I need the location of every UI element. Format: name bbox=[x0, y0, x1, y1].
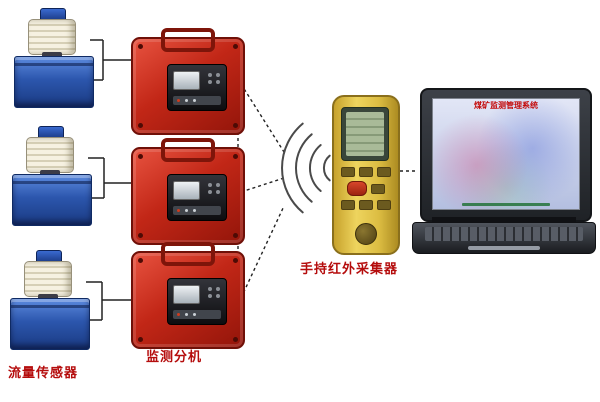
laptop-screen: 煤矿监测管理系统 bbox=[420, 88, 592, 222]
case-handle bbox=[161, 28, 215, 52]
monitor-unit-label: 监测分机 bbox=[146, 349, 203, 364]
panel-buttons bbox=[216, 287, 220, 291]
panel-indicator-strip bbox=[173, 206, 221, 215]
key bbox=[377, 167, 391, 177]
case-handle bbox=[161, 242, 215, 266]
flow-sensor-label: 流量传感器 bbox=[8, 365, 79, 380]
flowmeter-transmitter bbox=[26, 126, 74, 177]
laptop-front-edge bbox=[467, 246, 541, 250]
panel-display bbox=[173, 285, 200, 304]
sensor-case-wires bbox=[86, 39, 131, 321]
case-control-panel bbox=[167, 278, 227, 325]
key bbox=[341, 200, 355, 210]
panel-display bbox=[173, 71, 200, 90]
key bbox=[359, 200, 373, 210]
flowmeter-neck bbox=[40, 170, 60, 177]
case-screws bbox=[133, 149, 243, 243]
handheld-lcd-content bbox=[346, 112, 384, 156]
flow-sensor-1 bbox=[14, 8, 94, 108]
handheld-collector bbox=[332, 95, 400, 255]
monitor-case-1 bbox=[131, 28, 245, 135]
handheld-dpad bbox=[355, 223, 377, 245]
key bbox=[359, 167, 373, 177]
flowmeter-body bbox=[26, 137, 74, 173]
panel-buttons bbox=[216, 183, 220, 187]
sensor-housing bbox=[10, 298, 90, 350]
laptop-hinge bbox=[432, 217, 576, 223]
key bbox=[341, 167, 355, 177]
panel-indicator-strip bbox=[173, 96, 221, 105]
handheld-keypad bbox=[341, 167, 391, 210]
panel-buttons bbox=[216, 73, 220, 77]
handheld-lcd bbox=[341, 107, 389, 161]
laptop-screen-footer-bar bbox=[462, 203, 550, 206]
flowmeter-neck bbox=[38, 294, 58, 301]
flowmeter-neck bbox=[42, 52, 62, 59]
monitor-case-2 bbox=[131, 138, 245, 245]
case-control-panel bbox=[167, 64, 227, 111]
laptop: 煤矿监测管理系统 bbox=[412, 88, 596, 256]
panel-indicator-strip bbox=[173, 310, 221, 319]
flowmeter-transmitter bbox=[24, 250, 72, 301]
case-control-panel bbox=[167, 174, 227, 221]
sensor-housing bbox=[12, 174, 92, 226]
handheld-collector-label: 手持红外采集器 bbox=[300, 261, 399, 276]
laptop-screen-content: 煤矿监测管理系统 bbox=[432, 98, 580, 210]
case-handle bbox=[161, 138, 215, 162]
flowmeter-body bbox=[24, 261, 72, 297]
monitor-case-3 bbox=[131, 242, 245, 349]
key-red bbox=[347, 181, 367, 196]
laptop-keyboard bbox=[425, 227, 583, 241]
key bbox=[371, 183, 385, 194]
key bbox=[377, 200, 391, 210]
laptop-base bbox=[412, 222, 596, 254]
laptop-screen-title: 煤矿监测管理系统 bbox=[474, 101, 538, 110]
sensor-housing bbox=[14, 56, 94, 108]
wireless-signal-icon bbox=[281, 122, 331, 214]
flow-sensor-2 bbox=[12, 126, 92, 226]
case-screws bbox=[133, 39, 243, 133]
flow-sensor-3 bbox=[10, 250, 90, 350]
dashed-links bbox=[237, 83, 418, 299]
flowmeter-transmitter bbox=[28, 8, 76, 59]
case-screws bbox=[133, 253, 243, 347]
flowmeter-body bbox=[28, 19, 76, 55]
panel-display bbox=[173, 181, 200, 200]
